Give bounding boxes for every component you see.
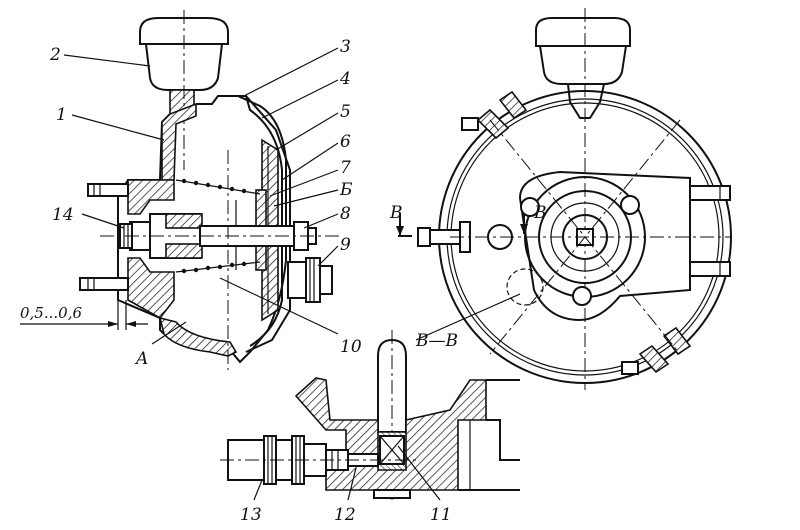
label-a: A xyxy=(134,349,148,369)
side-section-view: 2 1 3 4 5 6 7 Б 8 9 10 14 A 0,5...0,6 xyxy=(20,10,362,370)
dimension-label: 0,5...0,6 xyxy=(20,304,82,322)
leader-lines-left xyxy=(63,47,339,345)
reservoir-left xyxy=(139,10,229,170)
dimension-gap xyxy=(20,300,148,330)
label-4: 4 xyxy=(339,69,351,89)
return-springs xyxy=(175,178,261,274)
label-2: 2 xyxy=(49,45,61,65)
label-13: 13 xyxy=(240,505,262,525)
label-5: 5 xyxy=(340,102,351,122)
front-view: B B B—B xyxy=(389,8,732,390)
label-3: 3 xyxy=(340,37,351,57)
label-7: 7 xyxy=(340,158,351,178)
mounting-studs xyxy=(79,183,129,291)
label-1: 1 xyxy=(56,105,67,125)
label-6: 6 xyxy=(340,132,351,152)
label-9: 9 xyxy=(340,235,351,255)
section-label: B—B xyxy=(415,331,458,351)
label-12: 12 xyxy=(334,505,356,525)
label-10: 10 xyxy=(340,337,362,357)
label-11: 11 xyxy=(430,505,452,525)
connector-9 xyxy=(287,257,333,303)
section-b-b-view: 13 12 11 xyxy=(220,330,520,525)
label-14: 14 xyxy=(52,205,74,225)
central-rod xyxy=(100,213,340,259)
label-b-cyr: Б xyxy=(339,180,353,200)
view-marker-b-left: B xyxy=(389,203,403,223)
view-marker-b-right: B xyxy=(533,203,547,223)
label-8: 8 xyxy=(340,204,351,224)
